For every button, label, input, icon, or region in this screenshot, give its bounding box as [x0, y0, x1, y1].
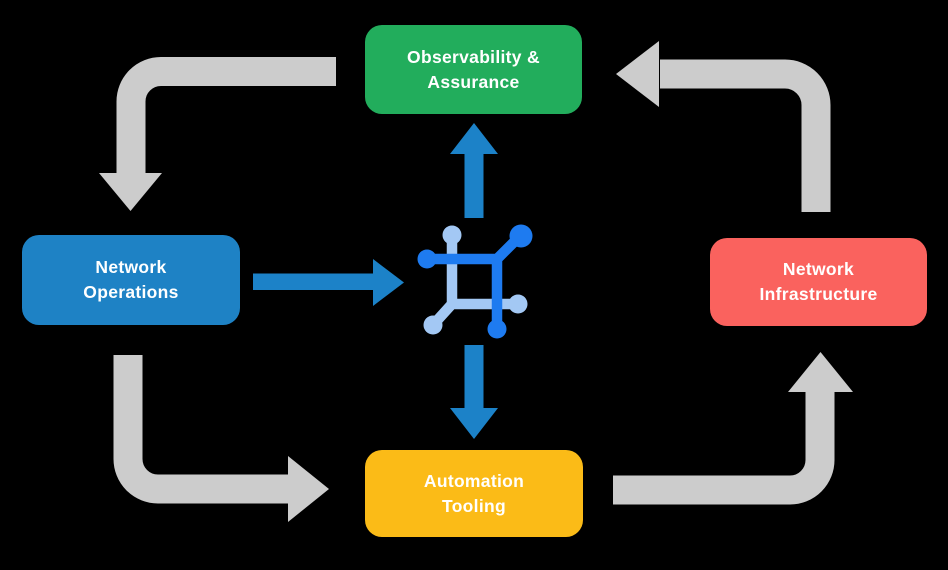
node-label-line1: Automation	[423, 470, 525, 491]
arrow-shaft	[464, 151, 484, 218]
arrow-shaft	[660, 59, 831, 212]
cycle-arrow-observability-to-operations	[99, 57, 336, 211]
cycle-arrow-infrastructure-to-observability	[616, 41, 831, 212]
node-label-line2: Assurance	[427, 71, 520, 92]
arrow-head-left-icon	[616, 41, 659, 107]
arrow-head-down-icon	[450, 408, 498, 439]
arrow-head-up-icon	[450, 123, 498, 154]
cycle-arrow-operations-to-automation	[113, 355, 329, 522]
flow-arrow-core-to-observability	[450, 123, 498, 218]
arrow-shaft	[116, 57, 336, 175]
arrow-head-right-icon	[373, 259, 404, 306]
arrow-shaft	[464, 345, 484, 410]
arrow-shaft	[613, 391, 835, 505]
network-chip-icon	[417, 224, 533, 339]
node-network-operations: Network Operations	[22, 235, 240, 325]
node-automation-tooling: Automation Tooling	[365, 450, 583, 537]
node-observability-assurance: Observability & Assurance	[365, 25, 582, 114]
arrow-head-up-icon	[788, 352, 853, 392]
node-label-line1: Observability &	[407, 46, 540, 67]
arrow-shaft	[253, 273, 374, 290]
arrow-head-down-icon	[99, 173, 162, 211]
node-label-line2: Tooling	[442, 495, 506, 516]
node-label-line2: Operations	[83, 282, 179, 302]
node-label-line1: Network	[782, 259, 855, 279]
node-network-infrastructure: Network Infrastructure	[710, 238, 927, 326]
node-label-line1: Network	[95, 257, 167, 277]
node-label-line2: Infrastructure	[759, 284, 878, 304]
chip-light-part	[423, 225, 528, 335]
arrow-head-right-icon	[288, 456, 329, 522]
flow-arrow-operations-to-core	[253, 259, 404, 306]
cycle-arrow-automation-to-infrastructure	[613, 352, 853, 505]
chip-dark-part	[417, 224, 533, 339]
arrow-shaft	[113, 355, 289, 504]
flow-arrow-core-to-automation	[450, 345, 498, 439]
